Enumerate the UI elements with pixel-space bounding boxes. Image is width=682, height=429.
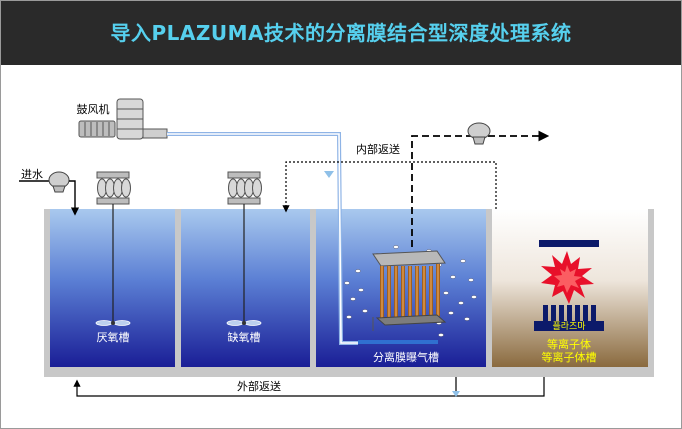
blower-icon: 鼓风机 [77,98,168,140]
membrane-tank-label: 分离膜曝气槽 [373,350,439,364]
internal-return-valve [324,171,334,178]
aeration-diffuser [358,340,438,344]
process-diagram: 鼓风机 进水 [19,98,654,397]
plasma-korean-label: 플라즈마 [552,321,586,332]
plasma-tank-label-line1: 等离子体 [547,337,591,351]
plasma-tank-label-line2: 等离子体槽 [542,350,597,364]
internal-return-line: 内部返送 [282,142,497,213]
anoxic-tank-label: 缺氧槽 [228,330,261,344]
external-return-label: 外部返送 [237,379,281,393]
external-return-valve [452,391,460,397]
anaerobic-tank-label: 厌氧槽 [97,330,130,344]
inlet-label: 进水 [21,168,43,181]
plasma-top-electrode [539,240,599,247]
external-return-line: 外部返送 [73,377,545,397]
inlet: 进水 [19,168,80,216]
blower-label: 鼓风机 [77,102,110,116]
anoxic-tank-water [181,209,310,367]
plasma-base [534,321,604,331]
permeate-line [411,122,550,247]
mixer-icon-anoxic [226,171,262,326]
diagram-title: 导入PLAZUMA技术的分离膜结合型深度处理系统 [110,21,572,45]
membrane-module-icon [344,245,477,344]
plasma-unit: 플라즈마 [534,240,604,332]
mixer-icon-anaerobic [95,171,131,326]
title-banner: 导入PLAZUMA技术的分离膜结合型深度处理系统 [1,1,681,65]
air-pipe [167,132,358,345]
internal-return-label: 内部返送 [356,142,400,156]
